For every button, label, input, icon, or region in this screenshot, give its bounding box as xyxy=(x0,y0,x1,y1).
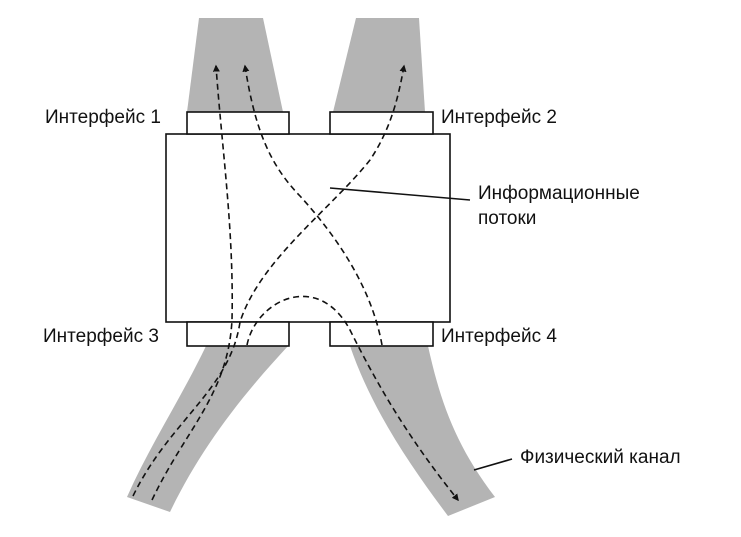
central-block xyxy=(165,133,451,323)
physical-channel-label: Физический канал xyxy=(520,447,681,468)
info-flow-3-to-4 xyxy=(246,295,459,502)
physical-channel-top-right xyxy=(333,18,425,112)
interface-2-label: Интерфейс 2 xyxy=(441,107,557,128)
physical-channel-bottom-right xyxy=(350,346,495,516)
info-flow-4-to-1 xyxy=(242,64,383,346)
info-flows-label-line2: потоки xyxy=(478,208,537,229)
info-flow-3-to-2 xyxy=(132,64,407,497)
interface-1-label: Интерфейс 1 xyxy=(45,107,161,128)
info-flows-label: Информационные потоки xyxy=(478,181,640,231)
interface-3-label: Интерфейс 3 xyxy=(43,326,159,347)
info-flows-label-line1: Информационные xyxy=(478,183,640,204)
interface-4-label: Интерфейс 4 xyxy=(441,326,557,347)
physical-channel-top-left xyxy=(187,18,283,112)
interface-2-box xyxy=(329,111,434,135)
interface-1-box xyxy=(186,111,290,135)
info-flow-leader-line xyxy=(329,187,471,201)
physical-channel-bottom-left xyxy=(127,346,288,512)
physical-channel-leader-line xyxy=(473,458,513,471)
